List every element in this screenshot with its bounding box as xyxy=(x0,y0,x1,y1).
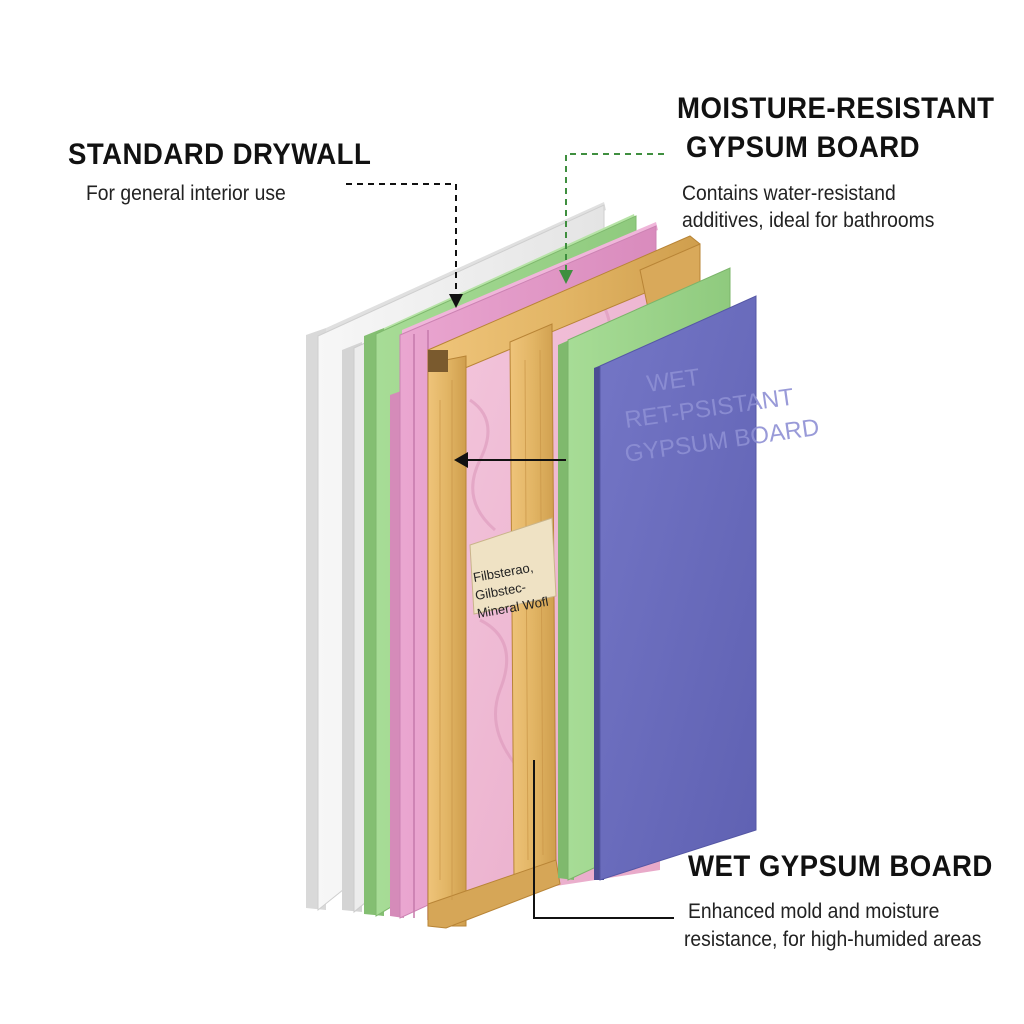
wet-gypsum-description-line2: resistance, for high-humided areas xyxy=(684,928,982,951)
arrow-down-icon xyxy=(449,294,463,308)
moisture-resistant-leader xyxy=(559,153,664,284)
wet-gypsum-leader xyxy=(533,760,674,919)
standard-drywall-title: STANDARD DRYWALL xyxy=(68,138,372,171)
arrow-down-icon-green xyxy=(559,270,573,284)
standard-drywall-leader xyxy=(346,183,463,308)
arrow-left-icon xyxy=(454,452,468,468)
wet-gypsum-board: WET RET-PSISTANT GYPSUM BOARD xyxy=(594,295,821,881)
moisture-resistant-title-line2: GYPSUM BOARD xyxy=(686,131,921,164)
moisture-resistant-title-line1: MOISTURE-RESISTANT xyxy=(677,92,995,125)
insulation-tag: Filbsterao, Gilbstec- Mineral Wofl xyxy=(469,517,557,621)
standard-drywall-description: For general interior use xyxy=(86,182,286,205)
wet-gypsum-title: WET GYPSUM BOARD xyxy=(688,850,993,883)
moisture-resistant-description-line2: additives, ideal for bathrooms xyxy=(682,209,935,232)
moisture-resistant-description-line1: Contains water-resistand xyxy=(682,182,896,205)
stud-cavity-leader xyxy=(454,452,566,468)
wet-gypsum-description-line1: Enhanced mold and moisture xyxy=(688,900,940,923)
